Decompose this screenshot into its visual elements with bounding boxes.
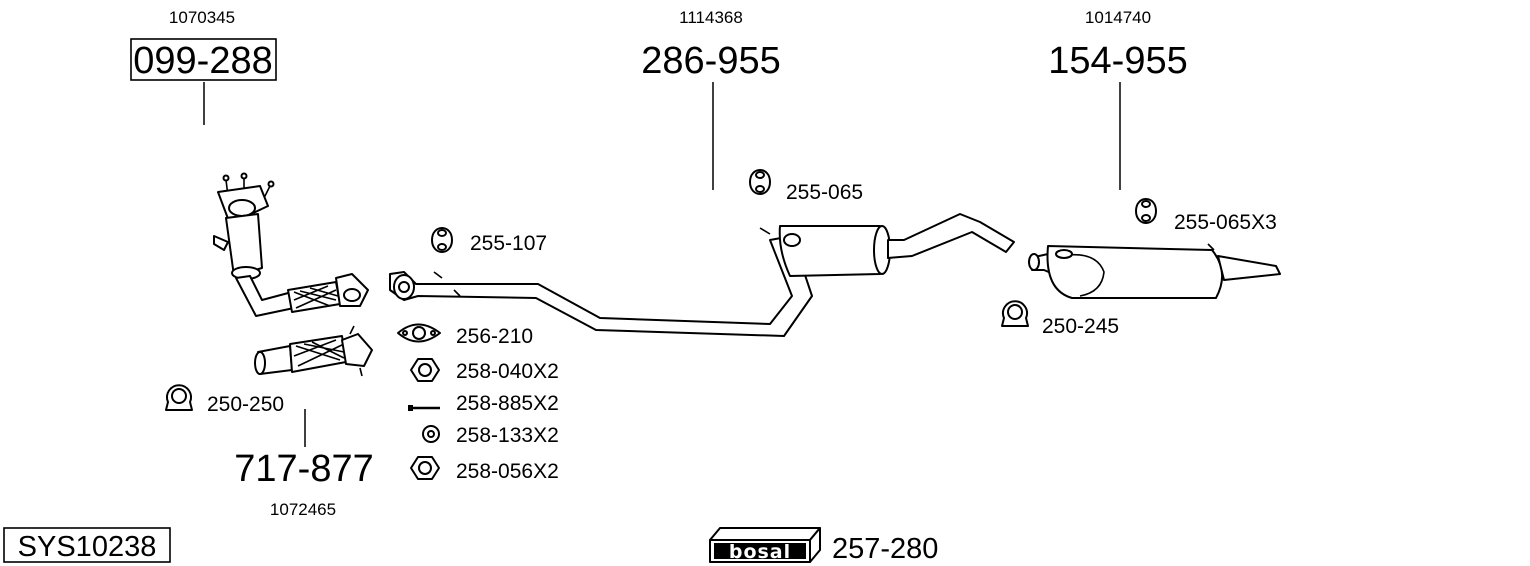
system-code-box <box>3 527 171 563</box>
hex-nut-2-icon <box>410 456 440 480</box>
bolt-part-number: 258-885X2 <box>456 392 559 415</box>
middle-silencer-oem-number: 1114368 <box>679 8 743 27</box>
bosal-kit-box-icon: bosal <box>709 527 821 563</box>
rubber-mount-2-part-number: 255-065 <box>786 181 863 204</box>
rear-silencer-oem-number: 1014740 <box>1085 8 1151 27</box>
rubber-mount-icon <box>431 227 453 253</box>
clamp-icon <box>165 384 193 411</box>
rear-silencer-drawing <box>1028 243 1281 299</box>
nut-part-number: 258-040X2 <box>456 360 559 383</box>
rear-silencer-part-number: 154-955 <box>1048 40 1187 82</box>
catalyst-part-box <box>130 38 277 81</box>
system-code: SYS10238 <box>18 531 157 563</box>
catalyst-drawing <box>213 172 369 317</box>
flex-pipe-part-number: 717-877 <box>234 448 373 490</box>
gasket-icon <box>397 323 441 343</box>
flex-pipe-drawing <box>254 325 373 377</box>
rubber-mount-1-part-number: 255-107 <box>470 232 547 255</box>
middle-silencer-part-number: 286-955 <box>641 40 780 82</box>
clamp-rear-part-number: 250-245 <box>1042 315 1119 338</box>
rubber-mount-3-icon <box>1135 198 1157 224</box>
clamp-rear-icon <box>1001 300 1029 327</box>
rubber-mount-2-icon <box>749 169 771 195</box>
mounting-kit-part-number: 257-280 <box>832 533 938 565</box>
washer-icon <box>422 425 440 443</box>
brand-logo-text: bosal <box>729 541 791 563</box>
bolt-icon <box>408 405 440 411</box>
nut-2-part-number: 258-056X2 <box>456 460 559 483</box>
flex-pipe-oem-number: 1072465 <box>270 500 336 519</box>
clamp-front-part-number: 250-250 <box>207 393 284 416</box>
hex-nut-icon <box>410 358 440 382</box>
middle-pipe-drawing <box>389 213 1015 337</box>
catalyst-part-number: 099-288 <box>133 40 272 82</box>
rubber-mount-3-part-number: 255-065X3 <box>1174 211 1277 234</box>
gasket-part-number: 256-210 <box>456 325 533 348</box>
washer-part-number: 258-133X2 <box>456 424 559 447</box>
catalyst-oem-number: 1070345 <box>169 8 235 27</box>
